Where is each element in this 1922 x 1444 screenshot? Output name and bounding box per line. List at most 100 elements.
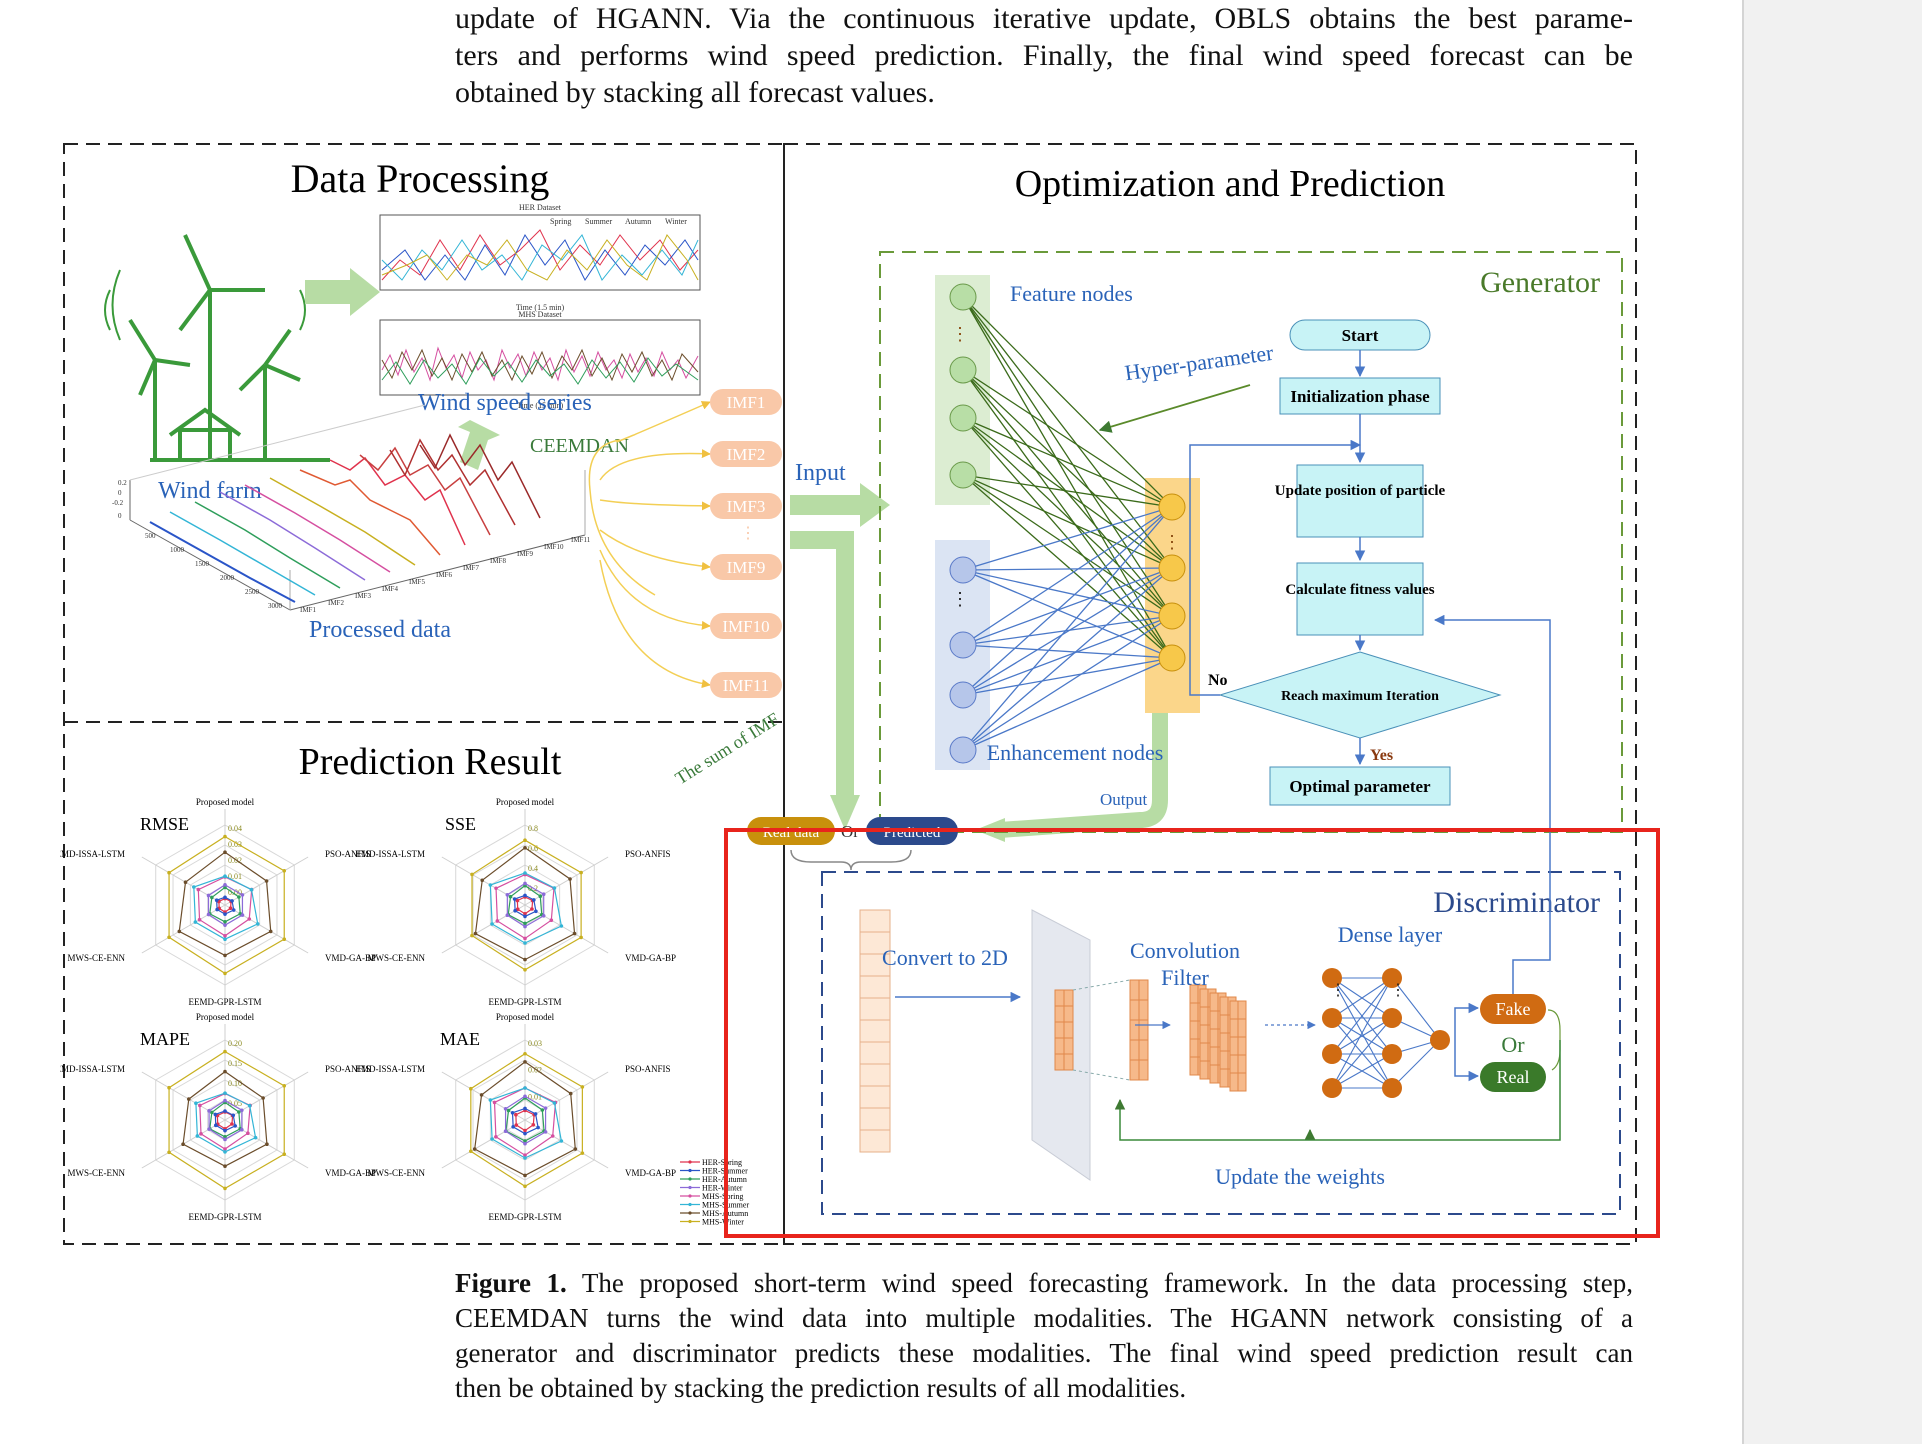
- output-node: [1158, 644, 1186, 672]
- radar-tick: 0.02: [228, 856, 242, 865]
- caption-line: then be obtained by stacking the predict…: [455, 1373, 1187, 1403]
- output-node: [1158, 554, 1186, 582]
- enhancement-node: [949, 556, 977, 584]
- radar-tick: 0.01: [228, 872, 242, 881]
- input-cell: [859, 975, 891, 999]
- svg-text:2000: 2000: [220, 574, 235, 582]
- enhancement-node: [949, 736, 977, 764]
- arrow-farm-to-series: [305, 268, 380, 316]
- input-cell: [859, 1041, 891, 1065]
- radar-legend-entry: MHS-Spring: [702, 1192, 743, 1201]
- figure-caption: Figure 1. The proposed short-term wind s…: [455, 1266, 1633, 1406]
- svg-text:Autumn: Autumn: [625, 217, 651, 226]
- hyper-parameter-label: Hyper-parameter: [1123, 340, 1275, 386]
- svg-text:⋮: ⋮: [951, 589, 969, 609]
- body-paragraph: update of HGANN. Via the continuous iter…: [455, 0, 1633, 111]
- processed-imf-3d-plot: 0.2 0 -0.2 0 500 1000 1500 2000 2500 300…: [112, 404, 591, 614]
- svg-text:IMF10: IMF10: [544, 543, 564, 551]
- radar-metric-label: RMSE: [140, 814, 189, 834]
- radar-tick: 0.6: [528, 844, 538, 853]
- real-pill: [1480, 1062, 1546, 1092]
- radar-axis-label: PSO-ANFIS: [325, 1064, 371, 1074]
- svg-text:IMF2: IMF2: [328, 599, 344, 607]
- input-cell: [859, 997, 891, 1021]
- radar-tick: 0.03: [528, 1039, 542, 1048]
- highlight-box: [724, 828, 1660, 1238]
- radar-axis-label: EEMD-GPR-LSTM: [488, 997, 561, 1007]
- fake-label: Fake: [1496, 999, 1531, 1019]
- radar-series: [168, 835, 285, 975]
- svg-text:IMF9: IMF9: [517, 550, 533, 558]
- svg-text:2500: 2500: [245, 588, 260, 596]
- radar-legend-entry: HER-Winter: [702, 1184, 743, 1193]
- flow-reach: Reach maximum Iteration: [1281, 689, 1439, 704]
- radar-legend-entry: MHS-Winter: [702, 1218, 744, 1227]
- prediction-result-title: Prediction Result: [299, 741, 562, 783]
- convert-label: Convert to 2D: [882, 945, 1008, 970]
- pso-flowchart: Start Initialization phase Update positi…: [1189, 319, 1502, 806]
- radar-legend: HER-SpringHER-SummerHER-AutumnHER-Winter…: [680, 1158, 749, 1227]
- imf-pill: IMF1: [727, 393, 766, 412]
- radar-axis-label: Proposed model: [496, 797, 555, 807]
- sum-label: The sum of IMF: [672, 709, 783, 789]
- radar-axis-label: EMD-ISSA-LSTM: [355, 1064, 425, 1074]
- radar-axis-label: EMD-ISSA-LSTM: [60, 1064, 125, 1074]
- caption-label: Figure 1.: [455, 1268, 567, 1298]
- enhancement-node: [949, 681, 977, 709]
- radar-axis-label: Proposed model: [196, 1012, 255, 1022]
- feature-node: [949, 356, 977, 384]
- svg-text:IMF6: IMF6: [436, 571, 452, 579]
- processed-data-label: Processed data: [309, 617, 451, 643]
- svg-text:IMF7: IMF7: [463, 564, 479, 572]
- ceemdan-label: CEEMDAN: [530, 435, 629, 457]
- svg-text:Time (1.5 min): Time (1.5 min): [516, 303, 565, 312]
- flow-yes: Yes: [1370, 747, 1393, 764]
- radar-axis-label: MWS-CE-ENN: [68, 1168, 126, 1178]
- svg-text:⋮: ⋮: [1390, 982, 1406, 999]
- radar-axis-label: VMD-GA-BP: [325, 953, 376, 963]
- svg-text:1500: 1500: [195, 560, 210, 568]
- real-data-label: Real data: [763, 825, 820, 841]
- svg-text:HER Dataset: HER Dataset: [519, 203, 562, 212]
- svg-text:⋮: ⋮: [740, 525, 756, 542]
- radar-axis-label: EEMD-GPR-LSTM: [188, 1212, 261, 1222]
- svg-text:Spring: Spring: [550, 217, 571, 226]
- right-frame: [783, 143, 1637, 1245]
- dense-node: [1382, 1078, 1402, 1098]
- svg-text:IMF1: IMF1: [300, 606, 316, 614]
- radar-axis-label: EEMD-GPR-LSTM: [188, 997, 261, 1007]
- radar-axis-label: MWS-CE-ENN: [68, 953, 126, 963]
- imf-pill: IMF10: [722, 617, 769, 636]
- document-page: update of HGANN. Via the continuous iter…: [55, 0, 1660, 1406]
- fake-pill: [1480, 994, 1546, 1024]
- discriminator-frame: [821, 871, 1621, 1215]
- input-cell: [859, 909, 891, 933]
- radar-legend-entry: HER-Spring: [702, 1158, 742, 1167]
- wind-speed-series-label: Wind speed series: [418, 390, 592, 416]
- svg-text:⋮: ⋮: [1163, 532, 1181, 552]
- radar-axis-label: Proposed model: [496, 1012, 555, 1022]
- radar-tick: 0.04: [228, 824, 242, 833]
- svg-text:MHS Dataset: MHS Dataset: [518, 310, 562, 319]
- radar-axis-label: PSO-ANFIS: [325, 849, 371, 859]
- predicted-label: Predicted: [884, 825, 941, 841]
- svg-text:0: 0: [118, 512, 122, 520]
- arrow-series-to-ceemdan: [458, 420, 500, 470]
- svg-text:Time (15 min): Time (15 min): [517, 401, 564, 410]
- update-weights-label: Update the weights: [1215, 1164, 1385, 1189]
- discriminator-title: Discriminator: [1433, 886, 1600, 919]
- radar-axis-label: VMD-GA-BP: [325, 1168, 376, 1178]
- paragraph-line: ters and performs wind speed prediction.…: [455, 39, 1633, 72]
- flow-start: Start: [1342, 326, 1379, 345]
- svg-text:IMF3: IMF3: [355, 592, 371, 600]
- input-vector: [859, 909, 891, 1153]
- input-cell: [859, 1129, 891, 1153]
- dense-node: [1382, 1044, 1402, 1064]
- svg-text:IMF4: IMF4: [382, 585, 398, 593]
- radar-tick: 0.05: [228, 1099, 242, 1108]
- radar-axis-label: VMD-GA-BP: [625, 1168, 676, 1178]
- real-label: Real: [1497, 1067, 1530, 1087]
- feature-node: [949, 461, 977, 489]
- radar-axis-label: PSO-ANFIS: [625, 1064, 671, 1074]
